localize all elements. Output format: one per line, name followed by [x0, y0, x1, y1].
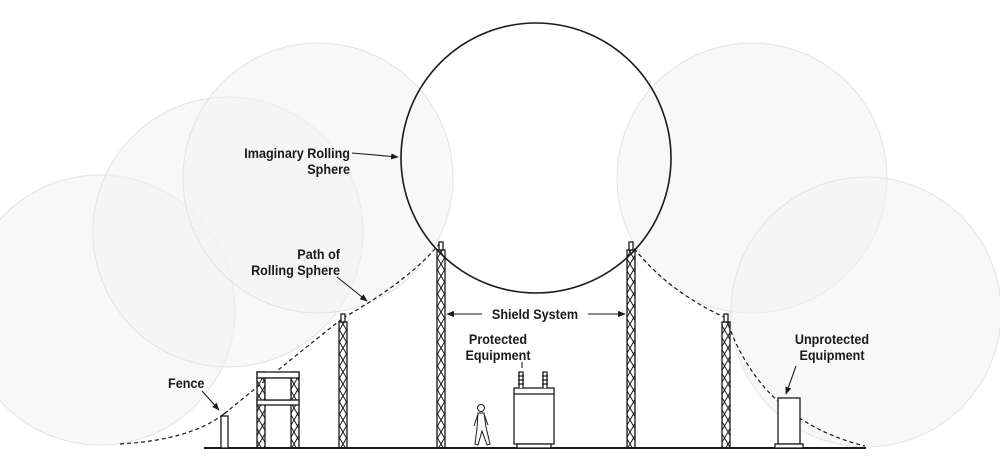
fence — [220, 410, 229, 449]
protected-label-line-2: Equipment — [465, 347, 531, 363]
unprotected-label-line-2: Equipment — [799, 347, 865, 363]
rolling-sphere-label-line-2: Sphere — [307, 161, 350, 177]
unprotected-label-line-1: Unprotected — [794, 331, 870, 347]
path-label-line-1: Path of — [297, 246, 340, 262]
label-arrows — [201, 152, 797, 411]
ghost-spheres — [0, 42, 1000, 448]
unprotected-equipment-icon — [774, 397, 804, 449]
mast-1 — [338, 313, 348, 449]
rolling-sphere-label: Imaginary Rolling Sphere — [206, 145, 350, 177]
fence-label: Fence — [168, 375, 222, 391]
mast-2 — [436, 241, 446, 449]
substation-frame — [256, 371, 300, 449]
person-icon — [473, 404, 491, 446]
protected-label-line-1: Protected — [468, 331, 528, 347]
fence-label-text: Fence — [168, 375, 205, 391]
protected-equipment-label: Protected Equipment — [448, 331, 549, 363]
unprotected-equipment-label: Unprotected Equipment — [778, 331, 886, 363]
imaginary-rolling-sphere — [400, 22, 672, 294]
ghost-sphere-5 — [730, 176, 1000, 448]
ghost-sphere-3 — [182, 42, 454, 314]
rolling-sphere-label-line-1: Imaginary Rolling — [244, 145, 350, 161]
path-arrow — [336, 276, 368, 302]
shield-system-label-text: Shield System — [491, 306, 579, 322]
shield-system-label: Shield System — [487, 306, 582, 322]
path-label-line-2: Rolling Sphere — [251, 262, 340, 278]
mast-4 — [721, 313, 731, 449]
unprotected-arrow — [785, 365, 797, 395]
fence-arrow — [201, 390, 220, 411]
sphere-arrow — [351, 152, 399, 160]
transformer-icon — [513, 371, 555, 449]
path-label: Path of Rolling Sphere — [214, 246, 340, 278]
mast-3 — [626, 241, 636, 449]
